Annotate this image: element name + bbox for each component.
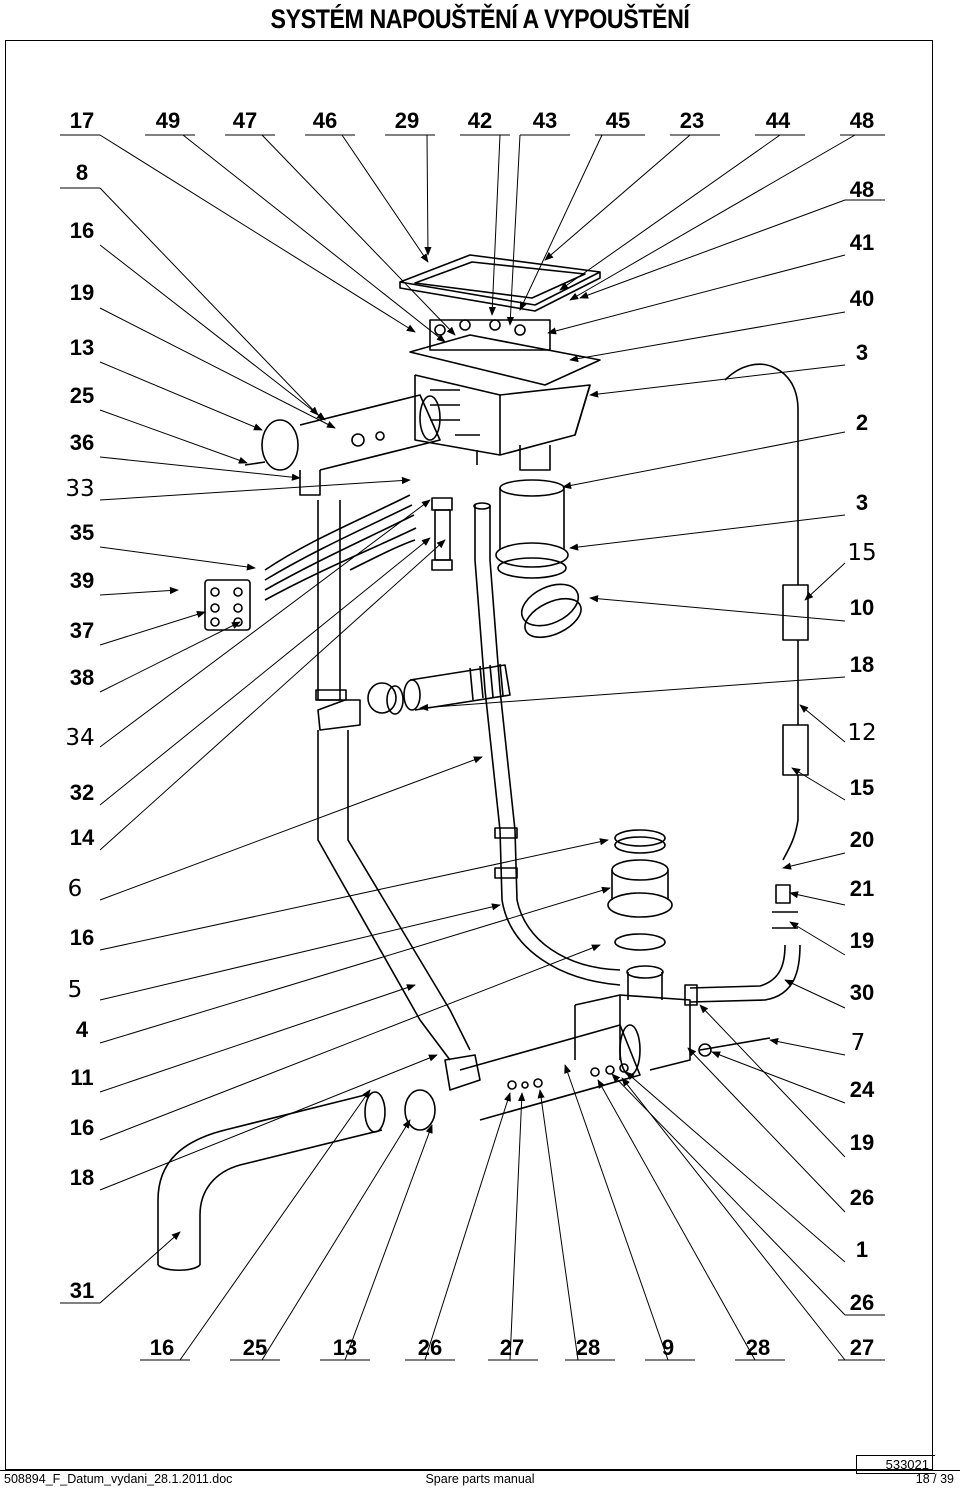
- callout-label: 19: [850, 928, 874, 953]
- drawing-number: 533021: [856, 1455, 935, 1474]
- callout-label: 16: [150, 1335, 174, 1360]
- footer-filename: 508894_F_Datum_vydani_28.1.2011.doc: [4, 1472, 233, 1486]
- inlet-pipe: [244, 394, 441, 496]
- callout-label: 43: [533, 108, 557, 133]
- page-title: SYSTÉM NAPOUŠTĚNÍ A VYPOUŠTĚNÍ: [270, 4, 690, 34]
- callout-label: 32: [70, 780, 94, 805]
- callout-label: 13: [70, 335, 94, 360]
- connection-hose: [684, 944, 801, 1006]
- callout-label: 17: [70, 108, 94, 133]
- callout-label: 16: [70, 925, 94, 950]
- drain-sleeve: [495, 479, 582, 639]
- trap-stack: [607, 829, 673, 1000]
- leader-lines: [99, 134, 856, 1361]
- callout-label: 40: [850, 286, 874, 311]
- callout-label: 24: [850, 1077, 875, 1102]
- callout-label: 10: [850, 595, 874, 620]
- callout-label: 3: [856, 490, 868, 515]
- callout-label: 18: [70, 1165, 94, 1190]
- callout-label: 16: [70, 218, 94, 243]
- bellows-hose: [367, 663, 511, 715]
- callout-label: 45: [606, 108, 630, 133]
- callout-label: 49: [156, 108, 180, 133]
- callout-label: 27: [500, 1335, 524, 1360]
- callout-label: 36: [70, 430, 94, 455]
- callouts-top: 17 49 47 46 29 42 43 45 23 44 48: [70, 108, 874, 133]
- callouts-left: 8 16 19 13 25 36 33 35 39 37 38 34 32 14…: [65, 160, 95, 1303]
- footer-center: Spare parts manual: [425, 1472, 535, 1486]
- callout-label: 37: [70, 618, 94, 643]
- callout-label: 26: [850, 1185, 874, 1210]
- callout-label: 27: [850, 1335, 874, 1360]
- callout-label: 30: [850, 980, 874, 1005]
- hose-bundle: [204, 494, 453, 631]
- callout-label: 5: [68, 977, 83, 1003]
- lower-pipe: [404, 1024, 641, 1131]
- footer-page-number: 18 / 39: [915, 1472, 954, 1486]
- callout-label: 25: [70, 383, 94, 408]
- callout-label: 41: [850, 230, 874, 255]
- callout-label: 15: [847, 540, 876, 566]
- callout-label: 26: [418, 1335, 442, 1360]
- callout-label: 23: [680, 108, 704, 133]
- callout-label: 25: [243, 1335, 267, 1360]
- callout-label: 12: [847, 720, 876, 746]
- callout-label: 35: [70, 520, 94, 545]
- outlet-elbow: [157, 1091, 386, 1272]
- callout-label: 11: [70, 1065, 93, 1090]
- drawing-frame: [5, 40, 933, 1470]
- callout-label: 2: [856, 410, 868, 435]
- callout-label: 7: [851, 1030, 866, 1056]
- callout-label: 34: [65, 725, 94, 751]
- callout-label: 46: [313, 108, 337, 133]
- callout-label: 19: [70, 280, 94, 305]
- callout-label: 6: [68, 876, 83, 902]
- parts-drawing: [157, 254, 809, 1272]
- callout-label: 38: [70, 665, 94, 690]
- main-drain-pipe: [315, 500, 471, 1061]
- callout-label: 33: [65, 476, 94, 502]
- callout-label: 21: [850, 876, 874, 901]
- callout-label: 28: [746, 1335, 770, 1360]
- drain-box: [574, 994, 771, 1071]
- callout-label: 26: [850, 1290, 874, 1315]
- callout-label: 18: [850, 652, 874, 677]
- callout-label: 28: [576, 1335, 600, 1360]
- callout-label: 9: [662, 1335, 674, 1360]
- callout-label: 48: [850, 108, 874, 133]
- callout-label: 14: [70, 825, 95, 850]
- callout-label: 31: [70, 1278, 94, 1303]
- overflow-hose: [473, 502, 621, 986]
- callout-underlines-lower: [60, 187, 885, 1361]
- callout-label: 8: [76, 160, 88, 185]
- callout-label: 4: [76, 1017, 89, 1042]
- callout-label: 15: [850, 775, 874, 800]
- callout-label: 3: [856, 340, 868, 365]
- callouts-right: 48 41 40 3 2 3 15 10 18 12 15 20 21 19 3…: [847, 177, 876, 1315]
- callout-label: 42: [468, 108, 492, 133]
- callouts-bottom: 16 25 13 26 27 28 9 28 27: [150, 1335, 874, 1360]
- callout-label: 20: [850, 827, 874, 852]
- callout-label: 29: [395, 108, 419, 133]
- callout-label: 48: [850, 177, 874, 202]
- tank-body: [409, 319, 601, 471]
- sensor-cable: [724, 363, 809, 929]
- callout-label: 44: [766, 108, 791, 133]
- callout-label: 13: [333, 1335, 357, 1360]
- callout-label: 47: [233, 108, 257, 133]
- callout-label: 39: [70, 568, 94, 593]
- callout-label: 19: [850, 1130, 874, 1155]
- callout-label: 1: [856, 1237, 868, 1262]
- page-footer: 508894_F_Datum_vydani_28.1.2011.doc Spar…: [0, 1470, 960, 1488]
- callout-label: 16: [70, 1115, 94, 1140]
